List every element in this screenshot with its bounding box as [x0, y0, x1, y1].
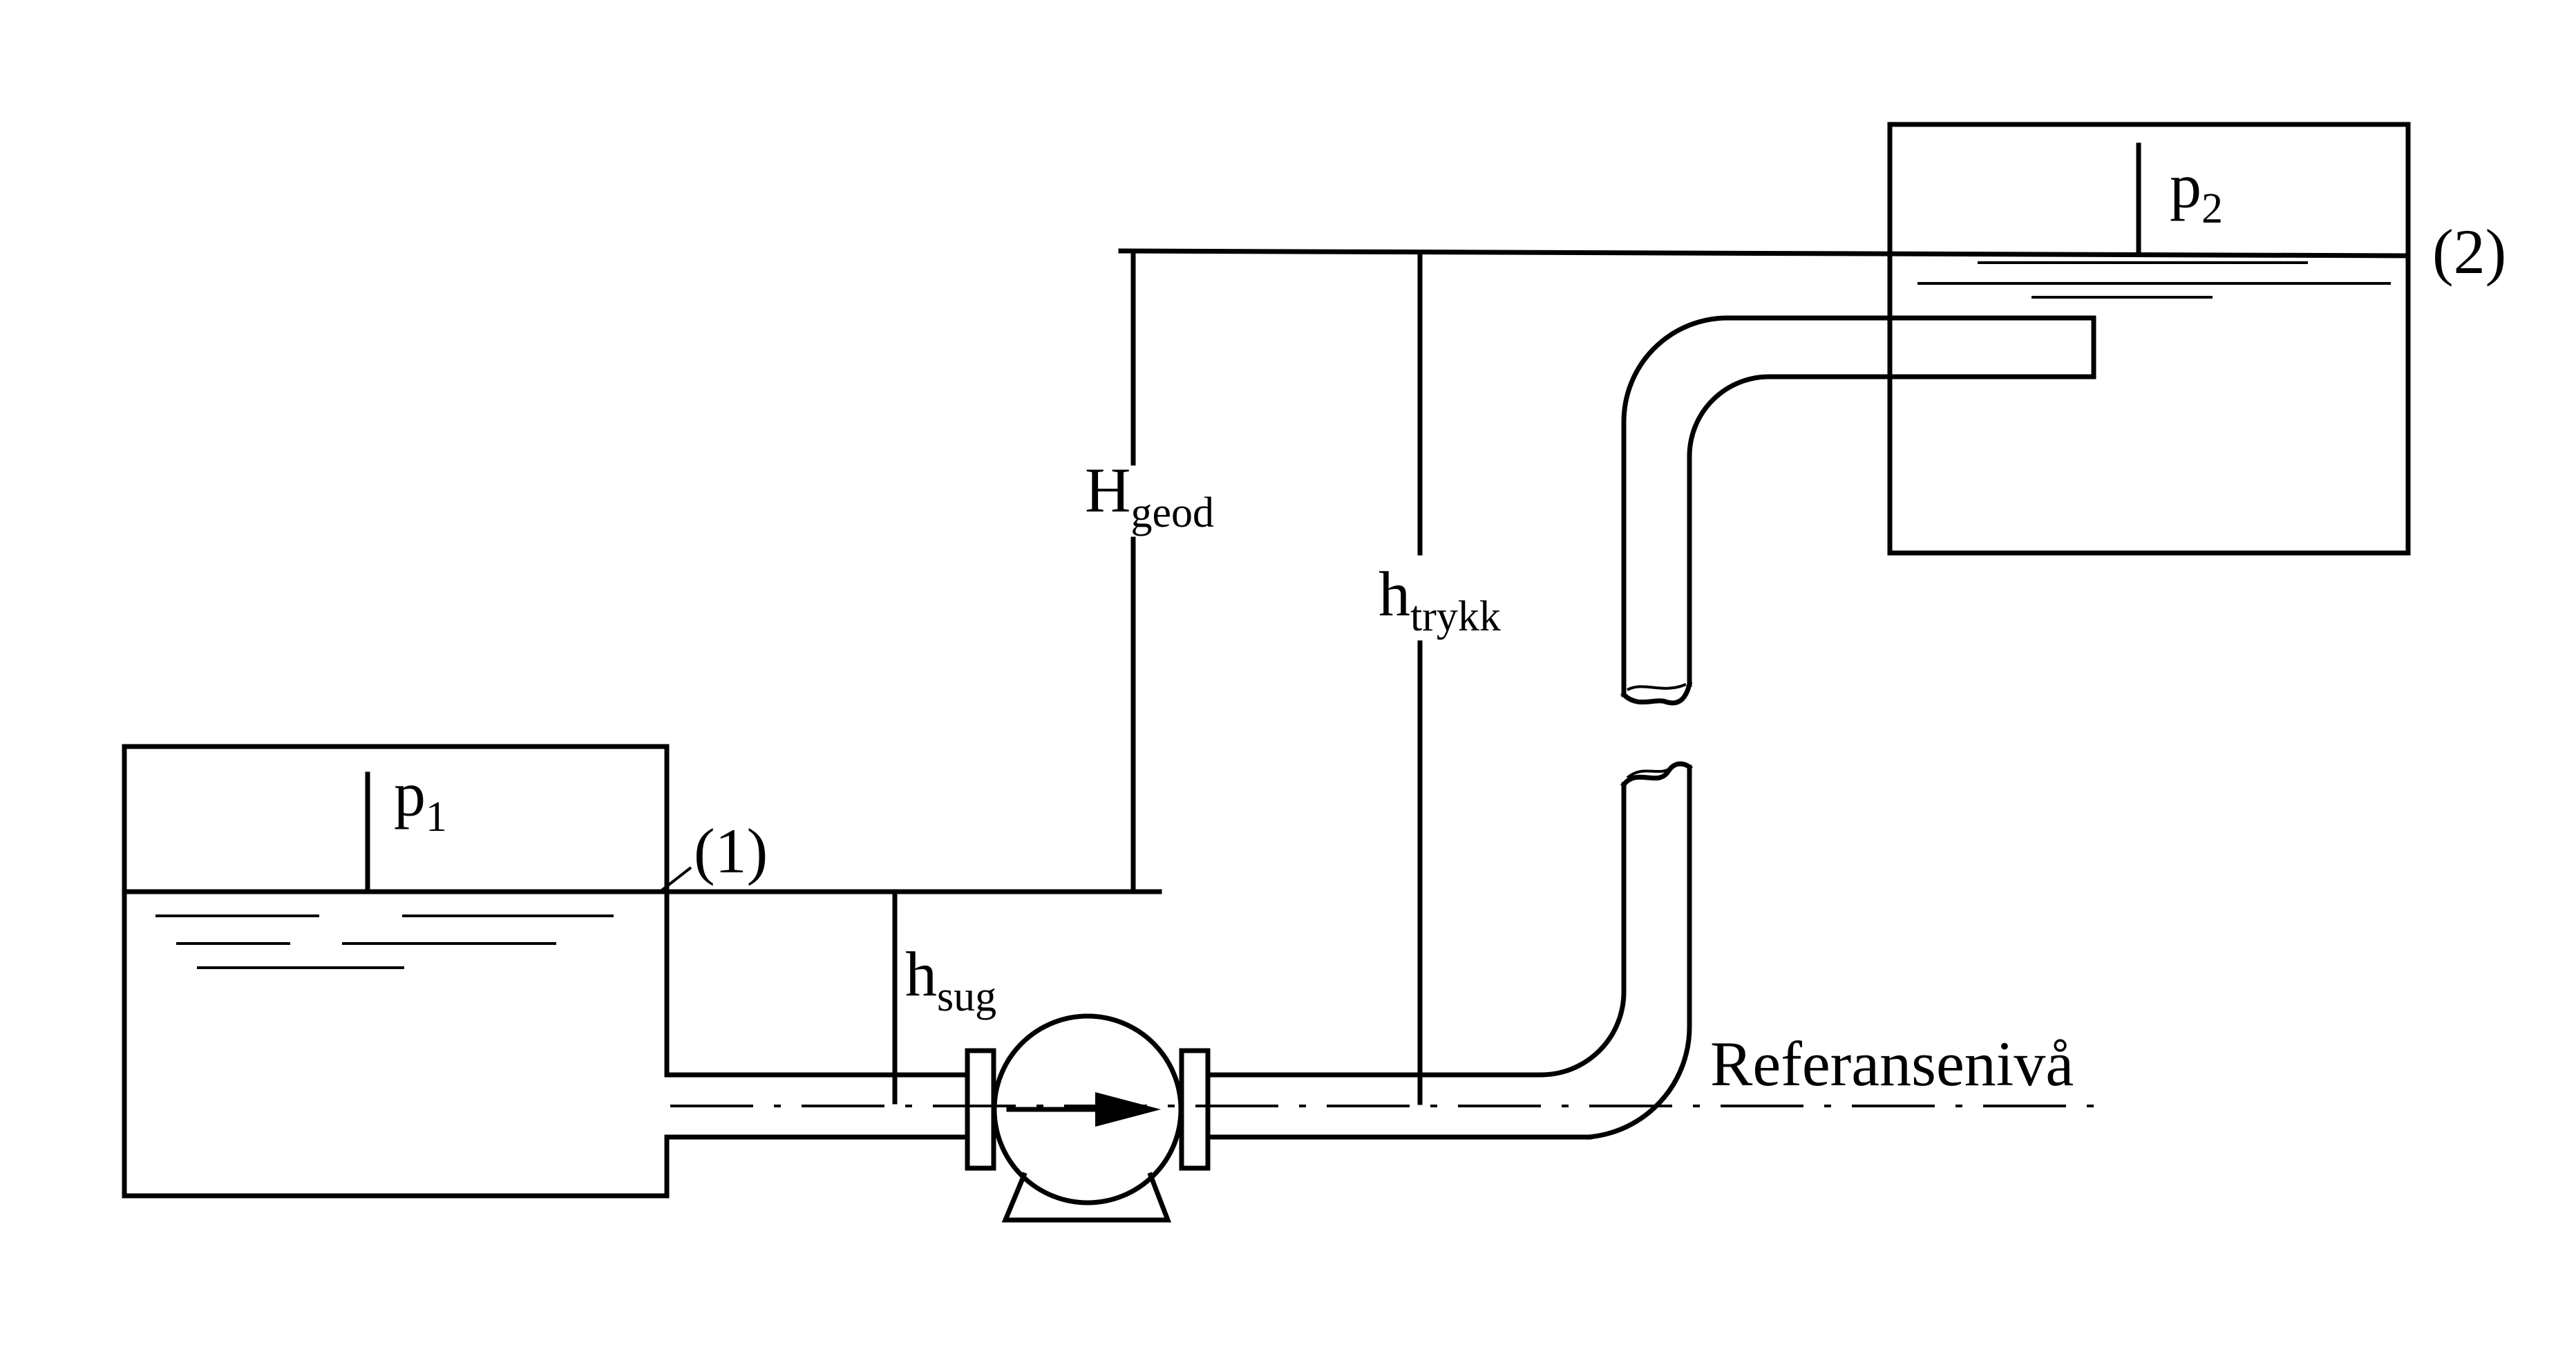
- pump: [965, 1013, 1211, 1223]
- point-1-label: (1): [694, 816, 768, 886]
- reference-label: Referansenivå: [1710, 1029, 2074, 1099]
- p2-label: p2: [2170, 151, 2223, 232]
- h-sug-label: hsug: [905, 939, 996, 1020]
- point-2-label: (2): [2432, 216, 2506, 287]
- h-geod-label: Hgeod: [1085, 455, 1214, 536]
- lower-tank: [122, 744, 670, 1199]
- suction-pipe: [664, 1072, 970, 1140]
- discharge-pipe: [1205, 315, 2096, 1140]
- pump-flow-arrow-icon: [1095, 1092, 1161, 1127]
- p1-label: p1: [394, 759, 447, 841]
- surface-2-line: [1118, 248, 2411, 259]
- upper-tank: [1887, 122, 2411, 556]
- h-trykk-label: htrykk: [1379, 559, 1501, 640]
